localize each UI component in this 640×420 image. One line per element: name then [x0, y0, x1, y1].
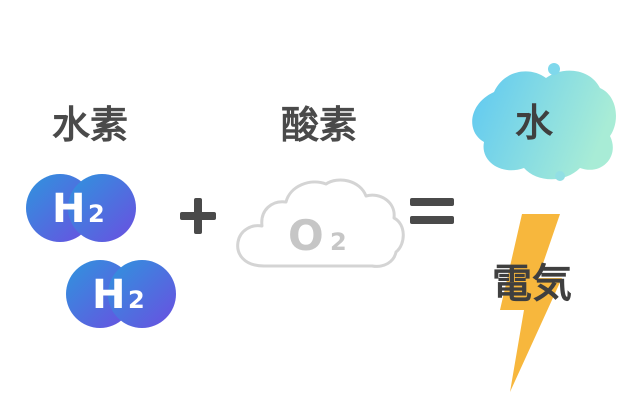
plus-icon: [180, 198, 216, 234]
water-label: 水: [515, 101, 554, 145]
hydrogen-molecule: H 2: [22, 172, 140, 244]
oxygen-label: 酸素: [281, 103, 358, 147]
molecule-symbol: H: [92, 272, 125, 318]
equals-icon: [410, 198, 454, 224]
hydrogen-molecule: H 2: [62, 258, 180, 330]
hydrogen-label: 水素: [52, 103, 129, 147]
atom-circle: [68, 174, 136, 242]
molecule-subscript: 2: [88, 200, 105, 228]
molecule-subscript: 2: [330, 228, 347, 256]
lightning-bolt-icon: [488, 214, 568, 396]
water-splash-icon: [464, 52, 624, 196]
molecule-subscript: 2: [128, 286, 145, 314]
molecule-symbol: H: [52, 186, 85, 232]
atom-circle: [108, 260, 176, 328]
molecule-symbol: O: [288, 211, 324, 260]
oxygen-cloud: O 2: [232, 174, 408, 274]
electricity-label: 電気: [492, 261, 572, 307]
